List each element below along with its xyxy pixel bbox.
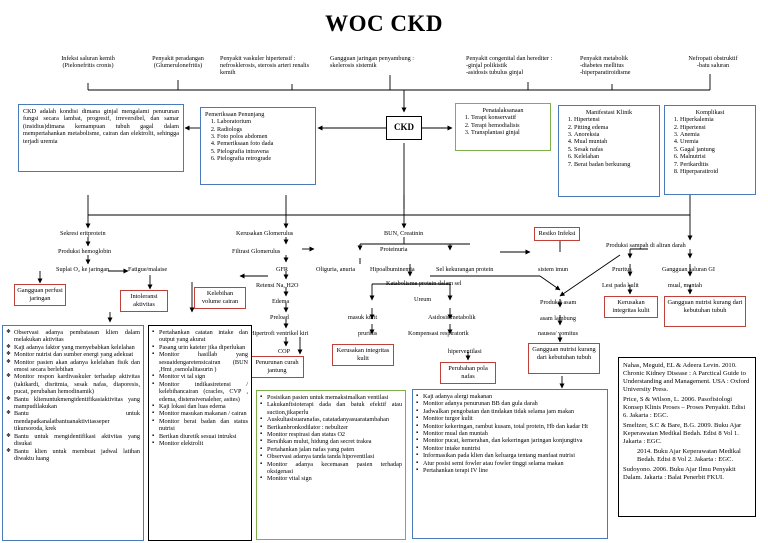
pemeriksaan-list: Laboratorium Radiologs Foto polos abdome… [205, 118, 311, 162]
intervention-cairan: Pertahankan catatan intake dan output ya… [148, 325, 252, 541]
node-produksi-sampah: Produksi sampah di aliran darah [606, 242, 686, 249]
node-oliguria: Oliguria, anuria [316, 266, 356, 273]
node-kerusakan: Kerusakan Glomerulus [236, 230, 294, 237]
reference-4: 2014. Buku Ajar Keperawatan Medikal Beda… [637, 448, 741, 463]
intervention-nafas-list: Posisikan pasien untuk memaksimalkan ven… [260, 394, 402, 483]
pemeriksaan-title: Pemeriksaan Penunjang [205, 111, 265, 118]
node-mual-muntah: mual, muntah [668, 282, 703, 289]
node-pruritus-2: pruritus [358, 330, 378, 337]
penatalaksanaan-box: Penatalaksanaan Terapi konservatif Terap… [455, 103, 551, 151]
node-katabolisme: Katabolisme protein dalam sel [386, 280, 462, 287]
intervention-aktivitas-list: Observasi adanya pembatasan klien dalam … [6, 329, 140, 462]
komplikasi-list: Hiperkalemia Hipertensi Anemia Uremia Ga… [668, 116, 752, 175]
node-lesi: Lesi pada kulit [602, 282, 639, 289]
manifestasi-title: Manifestasi Klinik [585, 109, 633, 116]
cause-congenital: Penyakit congenital dan herediter :-ginj… [466, 55, 553, 77]
node-filtrasi: Filtrasi Glomerulus [232, 248, 281, 255]
cause-nefropati: Nefropati obstruktif-batu saluran [688, 55, 738, 70]
intervention-cairan-list: Pertahankan catatan intake dan output ya… [152, 329, 248, 448]
node-masuk-kulit: masuk kulit [348, 314, 378, 321]
ckd-center-box: CKD [386, 116, 422, 140]
node-ureum: Ureum [414, 296, 432, 303]
diagnosis-gangguan-perfusi: Gangguan perfusi jaringan [14, 284, 66, 306]
reference-5: Sudoyono. 2006. Buku Ajar Ilmu Penyakit … [623, 466, 736, 481]
diagnosis-kerusakan-kulit: Kerusakan integritas kulit [332, 344, 394, 366]
node-nausea: nausea/ vomitus [538, 330, 579, 337]
node-preload: Preload [270, 314, 289, 321]
intervention-nutrisi-list: Kaji adanya alergi makanan Monitor adany… [416, 393, 604, 475]
reference-1: Nahas, Meguid, EL & Adeera Levin. 2010. … [623, 362, 750, 393]
penatalaksanaan-title: Penatalaksanaan [482, 107, 524, 114]
node-sistem-imun: sistem imun [538, 266, 569, 273]
reference-3: Smeltzer, S.C & Bare, B.G. 2009. Buku Aj… [623, 422, 742, 445]
node-cop: COP [278, 348, 291, 355]
diagnosis-gangguan-nutrisi-right: Gangguan nutrisi kurang dari kebutuhan t… [664, 296, 746, 327]
penatalaksanaan-list: Terapi konservatif Terapi hemodialisis T… [459, 114, 547, 136]
cause-peradangan: Penyakit peradangan(Glumerulonefritis) [152, 55, 204, 70]
intervention-nutrisi: Kaji adanya alergi makanan Monitor adany… [412, 389, 608, 539]
node-gangguan-gi: Gangguan saluran GI [662, 266, 715, 273]
node-suplai: Suplai O₂ ke jaringan [56, 266, 110, 273]
node-bun: BUN, Creatinin [384, 230, 424, 237]
references-box: Nahas, Meguid, EL & Adeera Levin. 2010. … [618, 357, 756, 517]
diagnosis-perubahan-pola: Perubahan pola nafas [440, 362, 496, 384]
node-hipoalbu: Hipoalbuminemia [370, 266, 415, 273]
diagnosis-resiko-infeksi: Resiko Infeksi [534, 227, 580, 241]
komplikasi-title: Komplikasi [695, 109, 725, 116]
node-hiperventilasi: hiperventilasi [448, 348, 482, 355]
node-asidosis: Asidosis metabolik [428, 314, 476, 321]
pemeriksaan-box: Pemeriksaan Penunjang Laboratorium Radio… [200, 107, 316, 185]
definition-box: CKD adalah kondisi dimana ginjal mengala… [18, 104, 184, 172]
node-proteinuria: Proteinuria [380, 246, 408, 253]
intervention-aktivitas: Observasi adanya pembatasan klien dalam … [2, 325, 144, 541]
node-fatigue: Fatigue/malaise [128, 266, 168, 273]
intervention-nafas: Posisikan pasien untuk memaksimalkan ven… [256, 390, 406, 540]
cause-vaskuler: Penyakit vaskuler hipertensif :nefroskle… [220, 55, 310, 77]
node-produksi-asam: Produksi asam [540, 299, 577, 306]
manifestasi-list: Hipertensi Pitting edema Anoreksia Mual … [562, 116, 656, 168]
page-title: WOC CKD [325, 11, 443, 36]
node-edema: Edema [272, 298, 290, 305]
node-retensi: Retensi Na, H2O [256, 282, 299, 289]
diagnosis-penurunan-curah: Penurunan curah jantung [250, 356, 304, 378]
diagnosis-intoleransi: Intoleransi aktivitas [120, 290, 168, 312]
diagnosis-kelebihan-volume: Kelebihan volume cairan [194, 287, 246, 309]
cause-gangguan-jaringan: Gangguan jaringan penyambung :skelerosis… [330, 55, 415, 70]
node-gfr: GFR [276, 266, 289, 273]
cause-metabolik: Penyakit metabolik-diabetes mellitus-hip… [580, 55, 631, 77]
node-hipertrofi: Hipertrofi ventrikel kiri [250, 330, 309, 337]
node-produksi-hb: Produksi hemoglobin [58, 248, 112, 255]
komplikasi-box: Komplikasi Hiperkalemia Hipertensi Anemi… [664, 105, 756, 195]
reference-2: Price, S & Wilson, L. 2006. Pasofisiolog… [623, 396, 746, 419]
node-sel-kekurangan: Sel kekurangan protein [436, 266, 494, 273]
node-pruritus: Pruritus [612, 266, 632, 273]
diagnosis-kerusakan-integritas-right: Kerusakan integritas kulit [604, 296, 658, 318]
node-asam-lambung: asam lambung [540, 315, 576, 322]
node-sekresi: Sekresi eritprotein [60, 230, 106, 237]
manifestasi-box: Manifestasi Klinik Hipertensi Pitting ed… [558, 105, 660, 197]
diagnosis-gangguan-nutrisi-mid: Gangguan nutrisi kurang dari kebutuhan t… [528, 343, 600, 374]
node-kompensasi: Kompensasi respiratorik [408, 330, 469, 337]
cause-infeksi: Infeksi saluran kemih(Pielonefritis cron… [61, 55, 115, 70]
